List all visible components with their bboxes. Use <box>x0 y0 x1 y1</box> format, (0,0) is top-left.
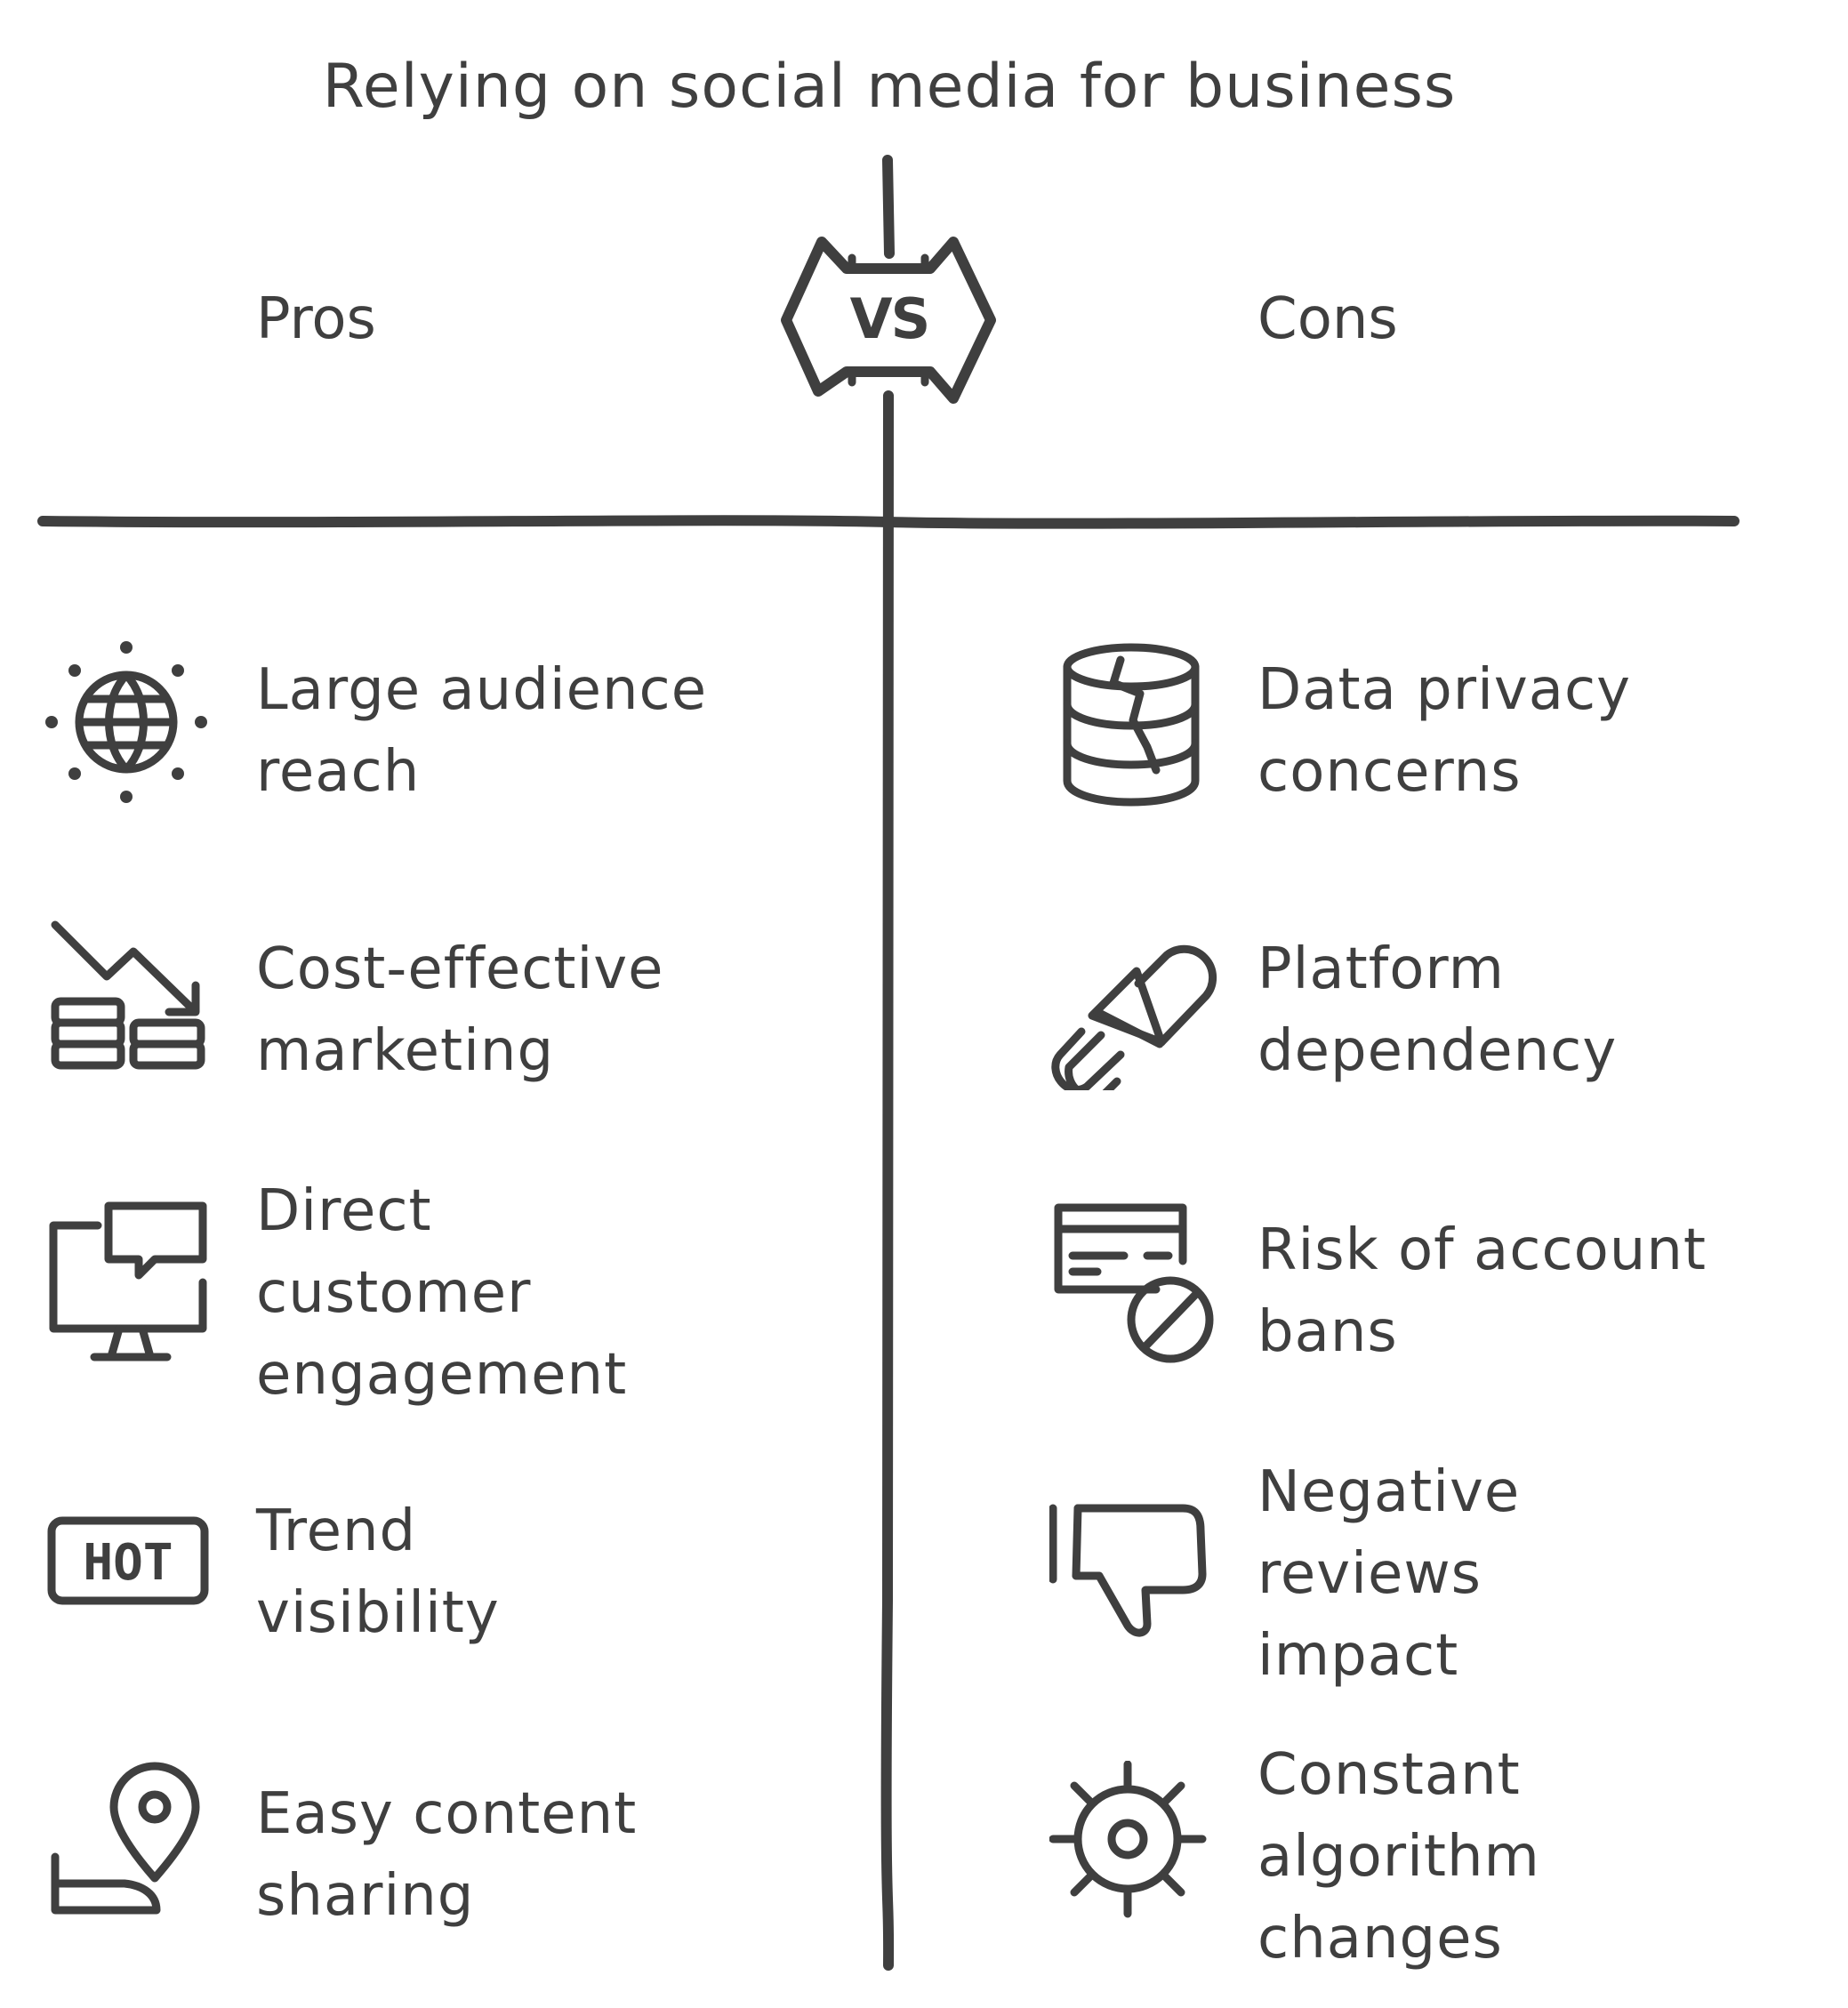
pro-item-4: Trend visibility <box>256 1490 500 1654</box>
pros-heading: Pros <box>256 286 376 352</box>
pro-item-2-line-1: Cost-effective <box>256 936 664 1002</box>
pro-item-3: Direct customer engagement <box>256 1170 627 1416</box>
con-item-4-line-2: reviews <box>1257 1541 1482 1607</box>
broken-pill-icon <box>1051 944 1217 1090</box>
vertical-divider-top <box>882 155 895 259</box>
card-blocked-icon <box>1054 1203 1214 1363</box>
con-item-1-line-1: Data privacy <box>1257 657 1632 723</box>
con-item-2: Platform dependency <box>1257 928 1617 1092</box>
con-item-5-line-2: algorithm <box>1257 1824 1540 1890</box>
pro-item-2-line-2: marketing <box>256 1018 555 1084</box>
con-item-4: Negative reviews impact <box>1257 1451 1520 1697</box>
pro-item-1: Large audience reach <box>256 649 707 813</box>
pro-item-5-line-1: Easy content <box>256 1781 638 1847</box>
pro-item-5-line-2: sharing <box>256 1863 475 1929</box>
thumbs-down-icon <box>1049 1504 1207 1637</box>
con-item-1: Data privacy concerns <box>1257 649 1631 813</box>
con-item-5: Constant algorithm changes <box>1257 1734 1540 1980</box>
con-item-5-line-1: Constant <box>1257 1742 1521 1808</box>
con-item-2-line-1: Platform <box>1257 936 1505 1002</box>
pro-item-2: Cost-effective marketing <box>256 928 664 1092</box>
vs-badge-label: VS <box>849 286 931 351</box>
cracked-database-icon <box>1063 643 1200 807</box>
gear-icon <box>1049 1761 1207 1918</box>
pro-item-3-line-2: customer <box>256 1260 532 1326</box>
pro-item-1-line-1: Large audience <box>256 657 708 723</box>
cons-heading: Cons <box>1257 286 1398 352</box>
con-item-3: Risk of account bans <box>1257 1209 1707 1373</box>
con-item-3-line-1: Risk of account <box>1257 1217 1707 1283</box>
pro-item-4-line-1: Trend <box>256 1498 417 1564</box>
con-item-2-line-2: dependency <box>1257 1018 1618 1084</box>
con-item-3-line-2: bans <box>1257 1299 1398 1365</box>
hot-badge-text: HOT <box>83 1534 173 1592</box>
monitor-chat-icon <box>49 1201 207 1361</box>
vertical-divider <box>880 390 895 1971</box>
diagram-title: Relying on social media for business <box>322 52 1457 122</box>
pro-item-3-line-1: Direct <box>256 1178 432 1244</box>
con-item-5-line-3: changes <box>1257 1906 1503 1972</box>
pro-item-3-line-3: engagement <box>256 1342 628 1408</box>
hot-badge-icon: HOT <box>47 1516 209 1605</box>
pro-item-1-line-2: reach <box>256 739 421 805</box>
location-pin-icon <box>51 1762 200 1915</box>
coins-down-trend-icon <box>51 920 205 1070</box>
globe-icon <box>45 641 207 803</box>
vs-badge <box>781 237 996 404</box>
con-item-4-line-1: Negative <box>1257 1459 1521 1525</box>
con-item-4-line-3: impact <box>1257 1623 1459 1689</box>
con-item-1-line-2: concerns <box>1257 739 1522 805</box>
pro-item-4-line-2: visibility <box>256 1580 500 1646</box>
pro-item-5: Easy content sharing <box>256 1773 637 1937</box>
